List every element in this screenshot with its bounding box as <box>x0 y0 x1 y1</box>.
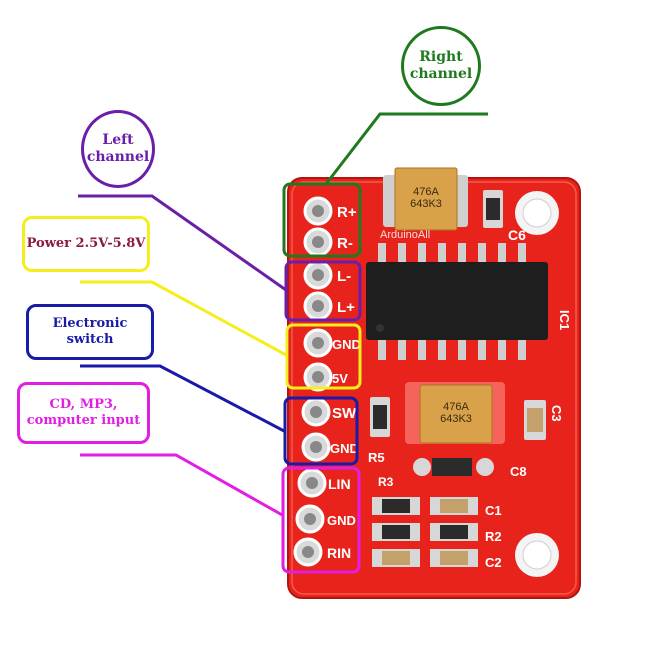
silk-c6: C6 <box>508 227 526 243</box>
pin-label: 5V <box>332 371 348 386</box>
highlight-box-right-channel <box>282 182 362 258</box>
label-right-channel: Right channel <box>401 26 481 106</box>
silk-c2: C2 <box>485 555 502 570</box>
label-power: Power 2.5V-5.8V <box>22 216 150 272</box>
pin-label: SW <box>332 405 357 422</box>
ic-pins <box>378 243 526 360</box>
pin-header <box>293 196 333 567</box>
pin-label: GND <box>330 441 359 456</box>
pin-label: L- <box>337 268 351 285</box>
silk-c8: C8 <box>510 464 527 479</box>
smd-component-c6 <box>483 190 503 228</box>
label-left-channel: Left channel <box>81 110 155 188</box>
pin-label: GND <box>332 337 361 352</box>
pin-pad <box>303 196 333 226</box>
silk-r2: R2 <box>485 529 502 544</box>
pin-pad <box>303 362 333 392</box>
silk-r5: R5 <box>368 450 385 465</box>
leader-line-input <box>80 453 285 518</box>
pin-pad <box>301 432 331 462</box>
pin-pad <box>293 537 323 567</box>
silk-r3: R3 <box>378 475 394 489</box>
highlight-box-input <box>281 466 361 574</box>
smd-component-c8 <box>413 458 494 476</box>
pin-pad <box>301 397 331 427</box>
pin-labels: R+ R- L- L+ GND 5V SW GND LIN GND RIN <box>327 204 361 561</box>
leader-line-left-channel <box>78 194 287 292</box>
smd-component-r5 <box>370 397 390 437</box>
pin-pad <box>297 468 327 498</box>
pin-pad <box>303 260 333 290</box>
highlight-box-left-channel <box>284 260 362 322</box>
silk-c1: C1 <box>485 503 502 518</box>
leader-line-right-channel <box>324 112 488 185</box>
pin-label: GND <box>327 513 356 528</box>
pin-label: R- <box>337 235 353 252</box>
pin-label: R+ <box>337 204 357 221</box>
leader-line-power <box>80 280 289 358</box>
ic-chip <box>366 243 548 360</box>
silk-c3: C3 <box>549 405 564 422</box>
pin-label: RIN <box>327 545 351 561</box>
label-electronic-switch: Electronic switch <box>26 304 154 360</box>
pin-pad <box>295 504 325 534</box>
smd-component-c3 <box>524 400 546 440</box>
pin-label: L+ <box>337 299 355 316</box>
label-audio-input: CD, MP3, computer input <box>17 382 150 444</box>
pin-pad <box>303 227 333 257</box>
watermark: ArduinoAll <box>380 229 430 241</box>
leader-line-switch <box>80 364 287 434</box>
silk-ic1: IC1 <box>557 310 572 330</box>
smd-component-rows <box>372 497 478 567</box>
pin-pad <box>303 328 333 358</box>
pin-pad <box>303 291 333 321</box>
pin-label: LIN <box>328 476 351 492</box>
